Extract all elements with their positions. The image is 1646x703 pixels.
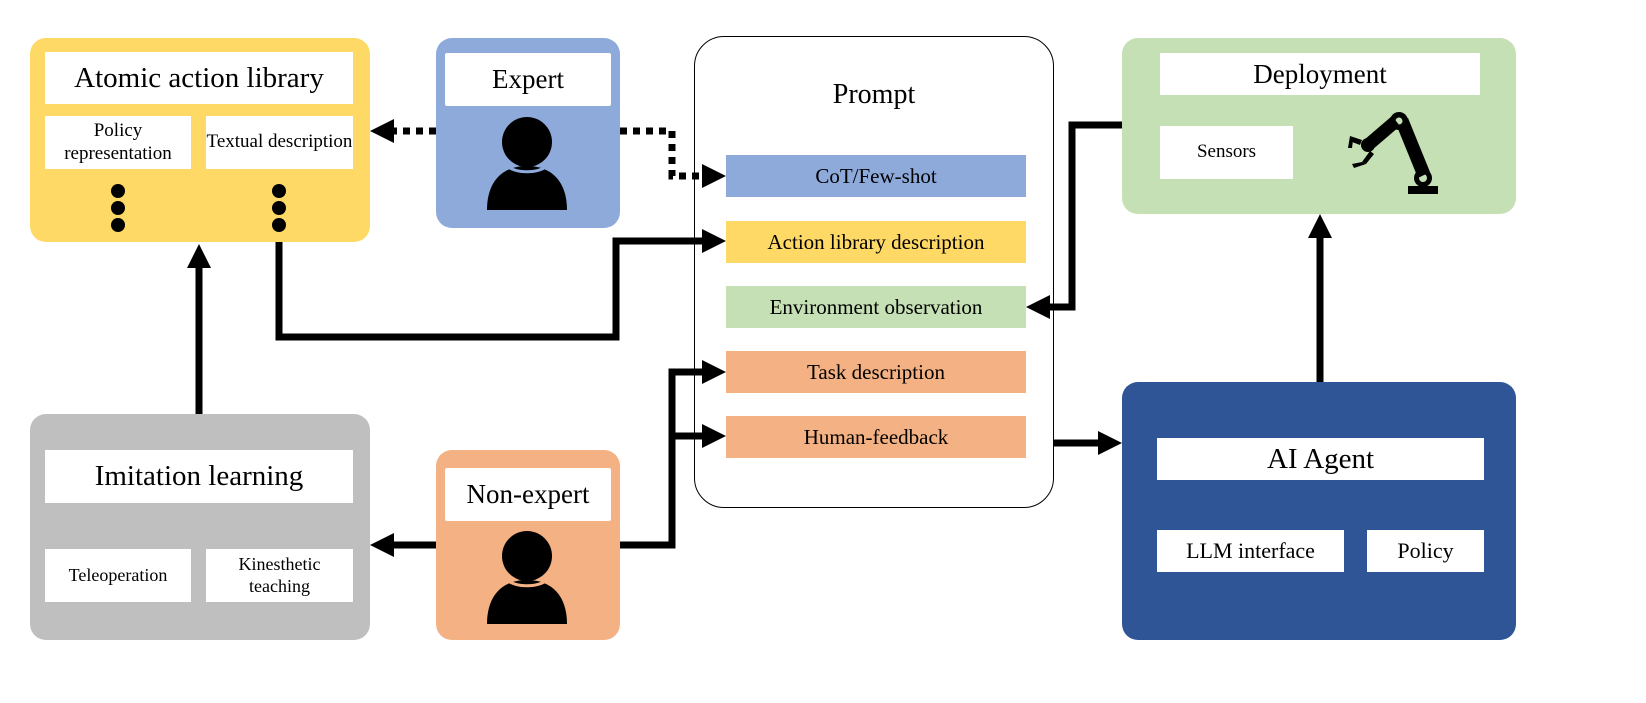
atomic-action-library-title: Atomic action library	[45, 52, 353, 104]
prompt-title: Prompt	[832, 79, 916, 110]
kinesthetic-teaching-card: Kinesthetic teaching	[206, 549, 353, 602]
prompt-item-environment: Environment observation	[726, 286, 1026, 328]
prompt-item-task: Task description	[726, 351, 1026, 393]
person-icon	[487, 531, 567, 624]
expert-title: Expert	[445, 53, 611, 106]
imitation-learning-title: Imitation learning	[45, 450, 353, 503]
ellipsis-icon	[111, 184, 125, 232]
arrow-nonexpert-to-task	[620, 368, 704, 549]
prompt-item-cot: CoT/Few-shot	[726, 155, 1026, 197]
sensors-card: Sensors	[1160, 126, 1293, 179]
teleoperation-card: Teleoperation	[45, 549, 191, 602]
atomic-action-library-panel: Atomic action library Policy representat…	[30, 38, 370, 242]
ellipsis-icon	[272, 184, 286, 232]
textual-description-card: Textual description	[206, 116, 353, 169]
deployment-panel: Deployment Sensors	[1122, 38, 1516, 214]
robot-arm-icon	[1348, 112, 1438, 194]
arrow-expert-to-cot	[620, 127, 704, 180]
ai-agent-title: AI Agent	[1157, 438, 1484, 480]
expert-panel: Expert	[436, 38, 620, 228]
prompt-item-action-library: Action library description	[726, 221, 1026, 263]
policy-card: Policy	[1367, 530, 1484, 572]
non-expert-panel: Non-expert	[436, 450, 620, 640]
non-expert-title: Non-expert	[445, 468, 611, 521]
arrow-atomic-to-action-description	[275, 237, 704, 341]
prompt-item-human-feedback: Human-feedback	[726, 416, 1026, 458]
ai-agent-panel: AI Agent LLM interface Policy	[1122, 382, 1516, 640]
llm-interface-card: LLM interface	[1157, 530, 1344, 572]
imitation-learning-panel: Imitation learning Teleoperation Kinesth…	[30, 414, 370, 640]
deployment-title: Deployment	[1160, 53, 1480, 95]
policy-representation-card: Policy representation	[45, 116, 191, 169]
arrow-deployment-to-environment	[1048, 121, 1122, 311]
person-icon	[487, 117, 567, 210]
